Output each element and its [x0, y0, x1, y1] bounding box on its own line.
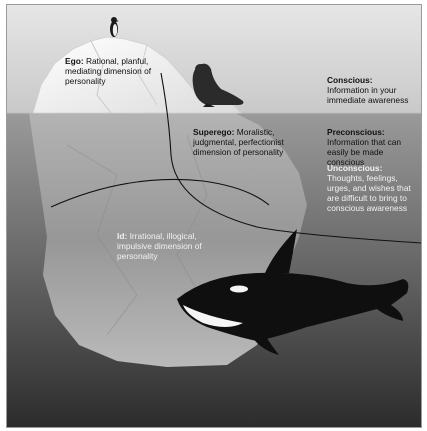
- conscious-description: Information in your immediate awareness: [327, 85, 419, 105]
- preconscious-term: Preconscious:: [327, 127, 421, 137]
- superego-term: Superego:: [193, 127, 234, 137]
- id-description: Irrational, illogical, impulsive dimensi…: [117, 231, 202, 261]
- id-label: Id: Irrational, illogical, impulsive dim…: [117, 231, 221, 261]
- unconscious-label: Unconscious: Thoughts, feelings, urges, …: [327, 163, 421, 213]
- unconscious-description: Thoughts, feelings, urges, and wishes th…: [327, 173, 421, 213]
- conscious-term: Conscious:: [327, 75, 419, 85]
- unconscious-term: Unconscious:: [327, 163, 421, 173]
- superego-label: Superego: Moralistic, judgmental, perfec…: [193, 127, 317, 157]
- conscious-label: Conscious: Information in your immediate…: [327, 75, 419, 105]
- preconscious-label: Preconscious: Information that can easil…: [327, 127, 421, 167]
- ego-label: Ego: Rational, planful, mediating dimens…: [65, 56, 175, 86]
- id-term: Id:: [117, 231, 127, 241]
- ego-term: Ego:: [65, 56, 84, 66]
- iceberg-diagram: Ego: Rational, planful, mediating dimens…: [6, 4, 422, 428]
